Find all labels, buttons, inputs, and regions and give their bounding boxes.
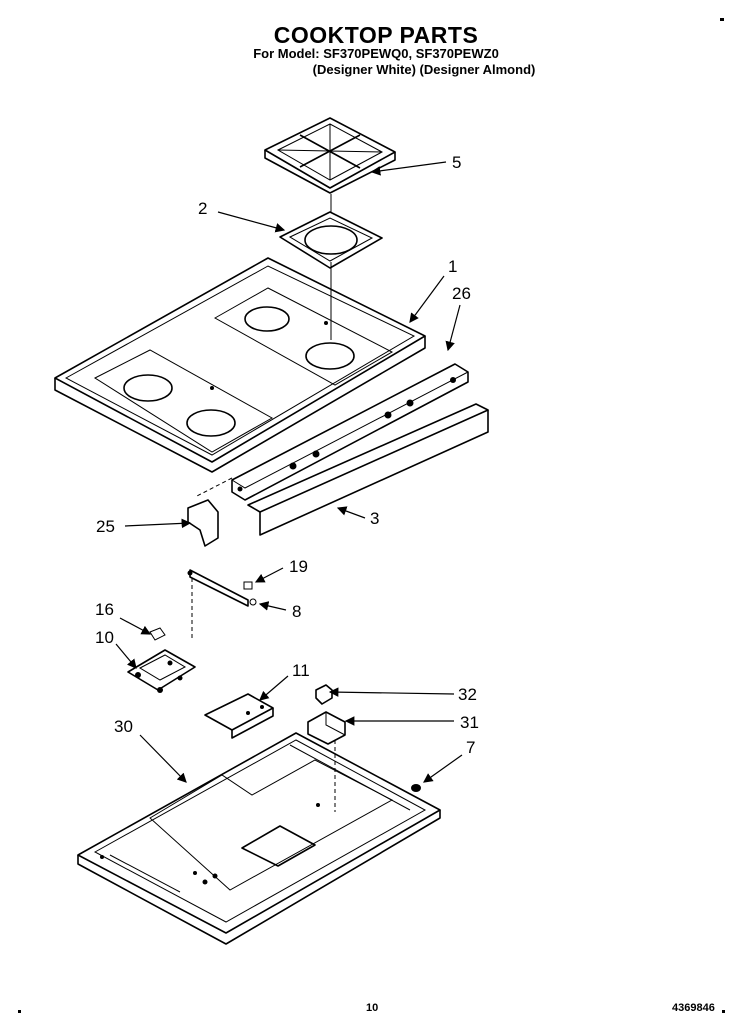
corner-mark <box>720 18 724 21</box>
part-electrode-bar <box>187 569 257 607</box>
part-grate <box>264 117 396 194</box>
part-burner-bowl <box>279 211 383 269</box>
corner-mark <box>722 1010 725 1013</box>
part-bracket-plate <box>204 693 274 739</box>
callout-3: 3 <box>370 509 379 528</box>
part-front-rail <box>231 363 469 501</box>
part-valve-block <box>127 627 196 693</box>
part-end-cap <box>187 499 219 547</box>
callout-7: 7 <box>466 738 475 757</box>
callout-1: 1 <box>448 257 457 276</box>
part-cooktop-panel <box>54 257 426 473</box>
part-screw <box>411 784 421 792</box>
callout-2: 2 <box>198 199 207 218</box>
document-number: 4369846 <box>672 1002 715 1014</box>
callout-19: 19 <box>289 557 308 576</box>
callout-10: 10 <box>95 628 114 647</box>
part-strip <box>247 403 489 536</box>
callout-16: 16 <box>95 600 114 619</box>
page-number: 10 <box>366 1002 379 1014</box>
callout-5: 5 <box>452 153 461 172</box>
callout-31: 31 <box>460 713 479 732</box>
callout-32: 32 <box>458 685 477 704</box>
callout-8: 8 <box>292 602 301 621</box>
callout-30: 30 <box>114 717 133 736</box>
part-lower-pan <box>77 732 441 945</box>
callout-26: 26 <box>452 284 471 303</box>
model-numbers: For Model: SF370PEWQ0, SF370PEWZ0 <box>253 46 499 61</box>
callout-11: 11 <box>292 661 310 680</box>
corner-mark <box>18 1010 21 1013</box>
leader-lines <box>115 161 463 783</box>
model-colors: (Designer White) (Designer Almond) <box>312 62 536 77</box>
page-title: COOKTOP PARTS <box>273 22 479 48</box>
part-small-brackets <box>307 684 346 745</box>
callout-25: 25 <box>96 517 115 536</box>
